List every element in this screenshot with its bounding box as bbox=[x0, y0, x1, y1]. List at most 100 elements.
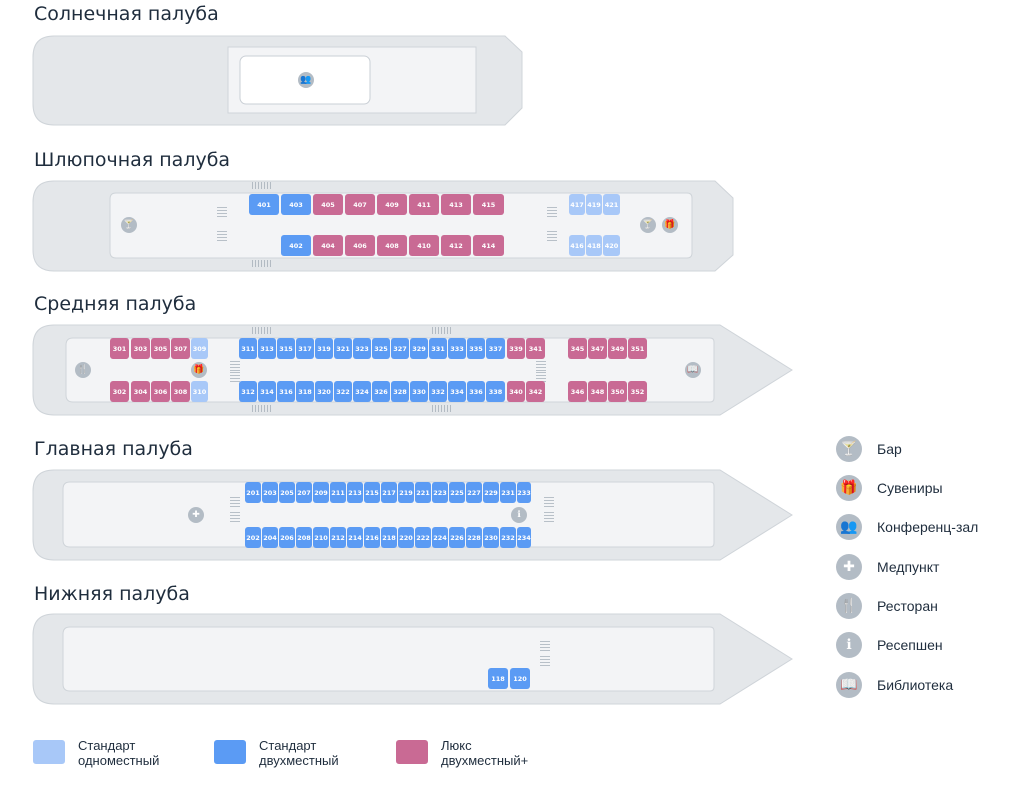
cabin-201[interactable]: 201 bbox=[245, 482, 261, 503]
cabin-234[interactable]: 234 bbox=[517, 527, 531, 548]
cabin-332[interactable]: 332 bbox=[429, 381, 447, 402]
cabin-204[interactable]: 204 bbox=[262, 527, 278, 548]
cabin-335[interactable]: 335 bbox=[467, 338, 485, 359]
cabin-313[interactable]: 313 bbox=[258, 338, 276, 359]
cabin-326[interactable]: 326 bbox=[372, 381, 390, 402]
cabin-350[interactable]: 350 bbox=[608, 381, 627, 402]
cabin-302[interactable]: 302 bbox=[110, 381, 129, 402]
cabin-413[interactable]: 413 bbox=[441, 194, 471, 215]
cabin-339[interactable]: 339 bbox=[507, 338, 525, 359]
cabin-203[interactable]: 203 bbox=[262, 482, 278, 503]
cabin-213[interactable]: 213 bbox=[347, 482, 363, 503]
cabin-225[interactable]: 225 bbox=[449, 482, 465, 503]
cabin-345[interactable]: 345 bbox=[568, 338, 587, 359]
cabin-221[interactable]: 221 bbox=[415, 482, 431, 503]
cabin-211[interactable]: 211 bbox=[330, 482, 346, 503]
cabin-233[interactable]: 233 bbox=[517, 482, 531, 503]
cabin-214[interactable]: 214 bbox=[347, 527, 363, 548]
cabin-402[interactable]: 402 bbox=[281, 235, 311, 256]
cabin-408[interactable]: 408 bbox=[377, 235, 407, 256]
cabin-217[interactable]: 217 bbox=[381, 482, 397, 503]
cabin-346[interactable]: 346 bbox=[568, 381, 587, 402]
cabin-319[interactable]: 319 bbox=[315, 338, 333, 359]
cabin-224[interactable]: 224 bbox=[432, 527, 448, 548]
cabin-347[interactable]: 347 bbox=[588, 338, 607, 359]
cabin-226[interactable]: 226 bbox=[449, 527, 465, 548]
cabin-215[interactable]: 215 bbox=[364, 482, 380, 503]
cabin-412[interactable]: 412 bbox=[441, 235, 471, 256]
cabin-207[interactable]: 207 bbox=[296, 482, 312, 503]
cabin-405[interactable]: 405 bbox=[313, 194, 343, 215]
cabin-230[interactable]: 230 bbox=[483, 527, 499, 548]
cabin-307[interactable]: 307 bbox=[171, 338, 190, 359]
cabin-314[interactable]: 314 bbox=[258, 381, 276, 402]
cabin-417[interactable]: 417 bbox=[569, 194, 585, 215]
cabin-334[interactable]: 334 bbox=[448, 381, 466, 402]
cabin-308[interactable]: 308 bbox=[171, 381, 190, 402]
cabin-202[interactable]: 202 bbox=[245, 527, 261, 548]
cabin-312[interactable]: 312 bbox=[239, 381, 257, 402]
cabin-223[interactable]: 223 bbox=[432, 482, 448, 503]
cabin-321[interactable]: 321 bbox=[334, 338, 352, 359]
cabin-231[interactable]: 231 bbox=[500, 482, 516, 503]
cabin-419[interactable]: 419 bbox=[586, 194, 602, 215]
cabin-315[interactable]: 315 bbox=[277, 338, 295, 359]
cabin-352[interactable]: 352 bbox=[628, 381, 647, 402]
cabin-205[interactable]: 205 bbox=[279, 482, 295, 503]
cabin-309[interactable]: 309 bbox=[191, 338, 208, 359]
cabin-322[interactable]: 322 bbox=[334, 381, 352, 402]
cabin-317[interactable]: 317 bbox=[296, 338, 314, 359]
cabin-407[interactable]: 407 bbox=[345, 194, 375, 215]
cabin-409[interactable]: 409 bbox=[377, 194, 407, 215]
cabin-410[interactable]: 410 bbox=[409, 235, 439, 256]
cabin-323[interactable]: 323 bbox=[353, 338, 371, 359]
cabin-219[interactable]: 219 bbox=[398, 482, 414, 503]
cabin-232[interactable]: 232 bbox=[500, 527, 516, 548]
cabin-320[interactable]: 320 bbox=[315, 381, 333, 402]
cabin-304[interactable]: 304 bbox=[131, 381, 150, 402]
cabin-306[interactable]: 306 bbox=[151, 381, 170, 402]
cabin-418[interactable]: 418 bbox=[586, 235, 602, 256]
cabin-305[interactable]: 305 bbox=[151, 338, 170, 359]
cabin-340[interactable]: 340 bbox=[507, 381, 525, 402]
cabin-208[interactable]: 208 bbox=[296, 527, 312, 548]
cabin-406[interactable]: 406 bbox=[345, 235, 375, 256]
cabin-301[interactable]: 301 bbox=[110, 338, 129, 359]
cabin-218[interactable]: 218 bbox=[381, 527, 397, 548]
cabin-411[interactable]: 411 bbox=[409, 194, 439, 215]
cabin-227[interactable]: 227 bbox=[466, 482, 482, 503]
cabin-333[interactable]: 333 bbox=[448, 338, 466, 359]
cabin-327[interactable]: 327 bbox=[391, 338, 409, 359]
cabin-216[interactable]: 216 bbox=[364, 527, 380, 548]
cabin-414[interactable]: 414 bbox=[473, 235, 504, 256]
cabin-310[interactable]: 310 bbox=[191, 381, 208, 402]
cabin-303[interactable]: 303 bbox=[131, 338, 150, 359]
cabin-349[interactable]: 349 bbox=[608, 338, 627, 359]
cabin-336[interactable]: 336 bbox=[467, 381, 485, 402]
cabin-341[interactable]: 341 bbox=[526, 338, 545, 359]
cabin-316[interactable]: 316 bbox=[277, 381, 295, 402]
cabin-329[interactable]: 329 bbox=[410, 338, 428, 359]
cabin-209[interactable]: 209 bbox=[313, 482, 329, 503]
cabin-415[interactable]: 415 bbox=[473, 194, 504, 215]
cabin-212[interactable]: 212 bbox=[330, 527, 346, 548]
cabin-421[interactable]: 421 bbox=[603, 194, 620, 215]
cabin-331[interactable]: 331 bbox=[429, 338, 447, 359]
cabin-328[interactable]: 328 bbox=[391, 381, 409, 402]
cabin-416[interactable]: 416 bbox=[569, 235, 585, 256]
cabin-403[interactable]: 403 bbox=[281, 194, 311, 215]
cabin-404[interactable]: 404 bbox=[313, 235, 343, 256]
cabin-338[interactable]: 338 bbox=[486, 381, 505, 402]
cabin-318[interactable]: 318 bbox=[296, 381, 314, 402]
cabin-348[interactable]: 348 bbox=[588, 381, 607, 402]
cabin-351[interactable]: 351 bbox=[628, 338, 647, 359]
cabin-220[interactable]: 220 bbox=[398, 527, 414, 548]
cabin-401[interactable]: 401 bbox=[249, 194, 279, 215]
cabin-120[interactable]: 120 bbox=[510, 668, 530, 689]
cabin-210[interactable]: 210 bbox=[313, 527, 329, 548]
cabin-206[interactable]: 206 bbox=[279, 527, 295, 548]
cabin-228[interactable]: 228 bbox=[466, 527, 482, 548]
cabin-337[interactable]: 337 bbox=[486, 338, 505, 359]
cabin-229[interactable]: 229 bbox=[483, 482, 499, 503]
cabin-342[interactable]: 342 bbox=[526, 381, 545, 402]
